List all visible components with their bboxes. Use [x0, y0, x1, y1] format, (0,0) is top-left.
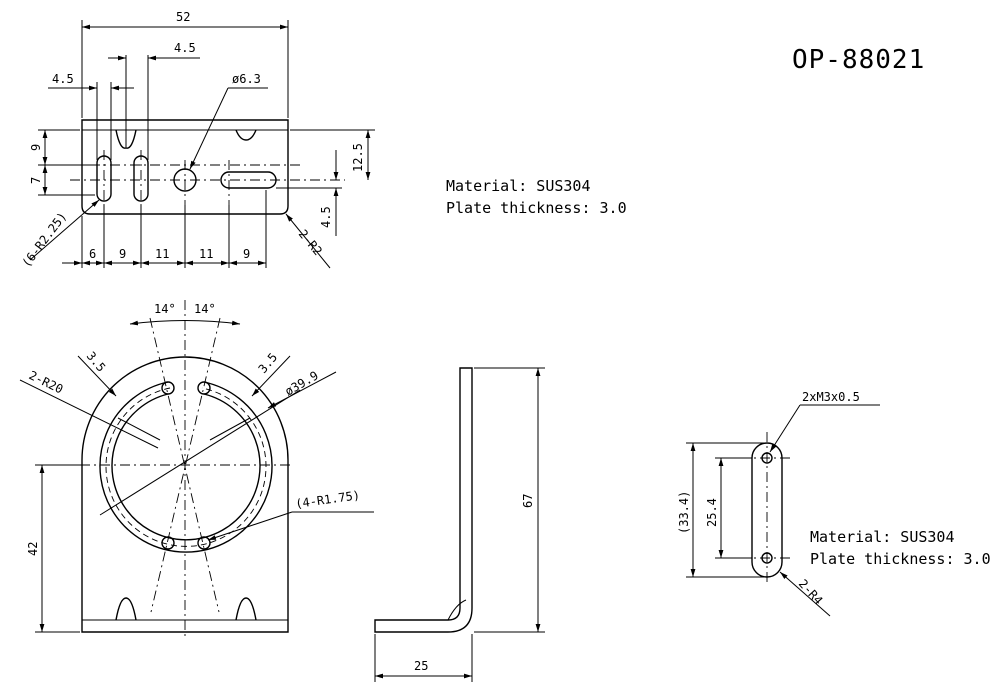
top-plate-outline [81, 119, 289, 215]
note-corner-radius: 2-R2 [296, 227, 325, 258]
ring-slot-inner [111, 393, 261, 541]
slot-horizontal [220, 171, 277, 189]
part-number: OP-88021 [792, 45, 925, 75]
dim-bottom-9b: 9 [243, 247, 250, 261]
dim-slot-left-3-5: 3.5 [84, 349, 109, 375]
note-slot-end-radius: (4-R1.75) [294, 488, 360, 511]
material-note-detail: Material: SUS304 [810, 528, 955, 546]
slot-left [96, 155, 112, 202]
material-note-top: Material: SUS304 [446, 177, 591, 195]
top-view: 52 4.5 4.5 ø6.3 9 7 12.5 4.5 (6- [19, 10, 375, 270]
dim-hole-pitch: 25.4 [705, 498, 719, 527]
side-profile-outline [374, 367, 473, 633]
dim-bottom-11a: 11 [155, 247, 169, 261]
dim-height-42: 42 [26, 542, 40, 556]
dim-slot-right-3-5: 3.5 [256, 350, 281, 376]
dim-right-12-5: 12.5 [351, 143, 365, 172]
dim-bottom-11b: 11 [199, 247, 213, 261]
slot-middle [133, 155, 149, 202]
dim-slot-width-lower: 4.5 [52, 72, 74, 86]
front-view: 14° 14° 3.5 3.5 2-R20 ø39.9 (4-R1.75) 42 [19, 300, 374, 640]
dim-bottom-9a: 9 [119, 247, 126, 261]
note-thread: 2xM3x0.5 [802, 390, 860, 404]
dim-bottom-6: 6 [89, 247, 96, 261]
dim-slot-width-upper: 4.5 [174, 41, 196, 55]
thickness-note-detail: Plate thickness: 3.0 [810, 550, 991, 568]
dim-right-4-5: 4.5 [319, 206, 333, 228]
dim-side-depth: 25 [414, 659, 428, 673]
dim-hole-diameter: ø6.3 [232, 72, 261, 86]
dim-side-height: 67 [521, 494, 535, 508]
note-slot-radius: (6-R2.25) [19, 209, 69, 269]
detail-view: 2xM3x0.5 (33.4) 25.4 2-R4 [677, 390, 880, 617]
note-end-radius: 2-R4 [796, 577, 826, 608]
front-plate-outline [81, 356, 289, 633]
dim-circle-diameter: ø39.9 [283, 368, 321, 398]
dim-left-7: 7 [29, 177, 43, 184]
detail-slot-outline [751, 442, 783, 578]
ring-slot-outer [99, 381, 273, 553]
thickness-note-top: Plate thickness: 3.0 [446, 199, 627, 217]
dim-width: 52 [176, 10, 190, 24]
side-view: 67 25 [374, 367, 545, 682]
dim-overall-length: (33.4) [677, 491, 691, 534]
dim-left-9: 9 [29, 144, 43, 151]
dim-angle-left: 14° [154, 302, 176, 316]
dim-angle-right: 14° [194, 302, 216, 316]
